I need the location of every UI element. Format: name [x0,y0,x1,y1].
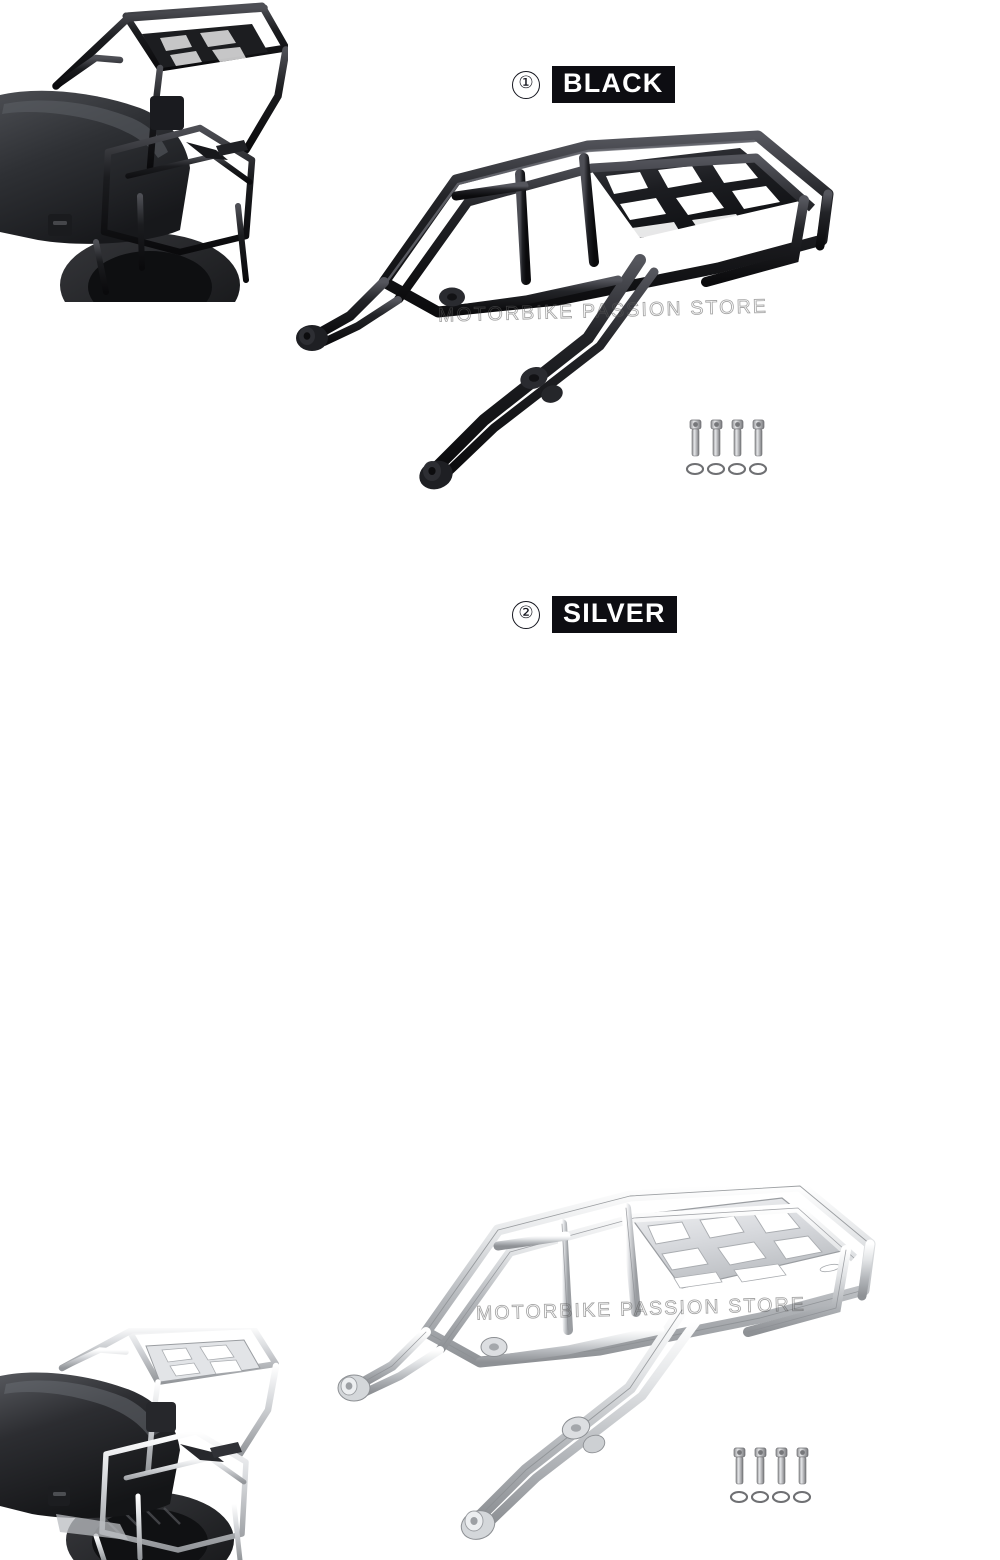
variant-section-black: ① BLACK [0,0,1000,560]
variant-number-black: ① [512,70,540,99]
variant-section-silver: ② SILVER [0,560,1000,1560]
hardware-kit-silver [728,1444,824,1510]
color-tag-black: BLACK [552,66,675,103]
variant-number-silver: ② [512,600,540,629]
product-illustration-black [288,130,848,520]
inset-photo-black [0,0,288,302]
variant-badge-silver: ② SILVER [512,596,677,633]
inset-photo-silver [0,1328,285,1560]
variant-badge-black: ① BLACK [512,66,675,103]
hardware-kit-black [684,416,780,482]
color-tag-silver: SILVER [552,596,677,633]
